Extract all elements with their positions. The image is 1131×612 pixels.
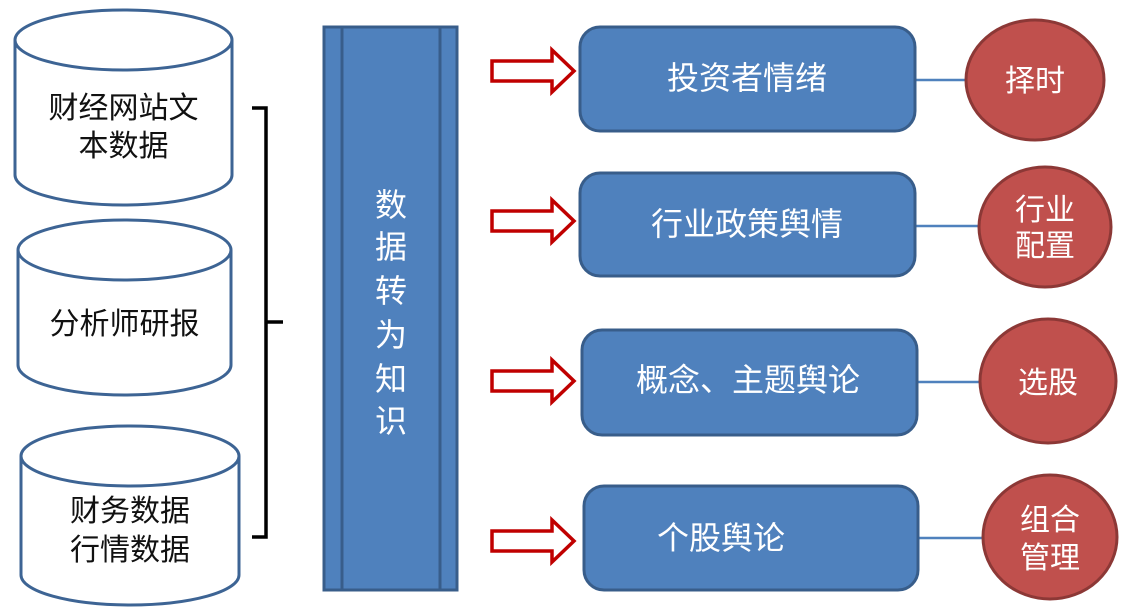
knowledge-box bbox=[582, 484, 920, 592]
cylinder-body bbox=[19, 456, 241, 607]
application-circle bbox=[977, 165, 1113, 289]
knowledge-box-label: 投资者情绪 bbox=[667, 59, 827, 97]
cylinder-body bbox=[13, 40, 234, 207]
application-label-line: 管理 bbox=[1020, 541, 1080, 576]
application-label-line: 组合 bbox=[1020, 503, 1080, 538]
application-circle bbox=[981, 473, 1119, 601]
arrow-right-icon bbox=[490, 195, 577, 247]
application-label-line: 选股 bbox=[1018, 366, 1078, 401]
application-circle bbox=[978, 317, 1118, 445]
transform-char: 为 bbox=[375, 316, 407, 354]
application-label-line: 择时 bbox=[1005, 64, 1065, 99]
transform-char: 知 bbox=[375, 360, 407, 398]
cylinder-label-line: 行情数据 bbox=[70, 533, 190, 568]
cylinder-top bbox=[16, 218, 233, 282]
transform-bar: 数 据 转 为 知 识 bbox=[322, 25, 459, 592]
transform-char: 据 bbox=[375, 228, 407, 266]
cylinder-label-line: 财务数据 bbox=[70, 494, 190, 529]
cylinder-label-line: 分析师研报 bbox=[50, 307, 200, 342]
transform-char: 数 bbox=[375, 186, 407, 224]
knowledge-box bbox=[580, 328, 919, 437]
cylinder-label-line: 本数据 bbox=[79, 129, 169, 164]
knowledge-box-label: 概念、主题舆论 bbox=[636, 361, 860, 399]
data-source-cylinder-analyst-reports: 分析师研报 bbox=[16, 218, 233, 397]
transform-bar-body bbox=[322, 25, 459, 592]
arrow-right-icon bbox=[490, 515, 577, 567]
knowledge-row-investor-sentiment: 投资者情绪 择时 bbox=[578, 18, 1106, 142]
knowledge-box bbox=[578, 25, 917, 133]
application-circle bbox=[964, 18, 1106, 142]
arrow-right-icon bbox=[490, 355, 577, 407]
knowledge-box-label: 个股舆论 bbox=[657, 519, 785, 557]
application-label-line: 配置 bbox=[1015, 229, 1075, 264]
cylinder-top bbox=[19, 424, 241, 488]
cylinder-label-line: 财经网站文 bbox=[49, 91, 199, 126]
data-source-cylinder-financial-market: 财务数据 行情数据 bbox=[19, 424, 241, 607]
grouping-bracket bbox=[252, 106, 283, 539]
arrow-right-icon bbox=[490, 45, 577, 97]
knowledge-box bbox=[578, 171, 917, 278]
data-source-cylinder-web-text: 财经网站文 本数据 bbox=[13, 8, 234, 207]
cylinder-top bbox=[13, 8, 234, 72]
application-label-line: 行业 bbox=[1015, 193, 1075, 228]
knowledge-row-individual-stock: 个股舆论 组合 管理 bbox=[582, 473, 1119, 601]
cylinder-body bbox=[16, 250, 233, 397]
transform-char: 识 bbox=[375, 402, 407, 440]
knowledge-row-concept-theme: 概念、主题舆论 选股 bbox=[580, 317, 1118, 445]
knowledge-box-label: 行业政策舆情 bbox=[651, 205, 843, 243]
knowledge-row-industry-policy: 行业政策舆情 行业 配置 bbox=[578, 165, 1113, 289]
transform-char: 转 bbox=[375, 272, 407, 310]
